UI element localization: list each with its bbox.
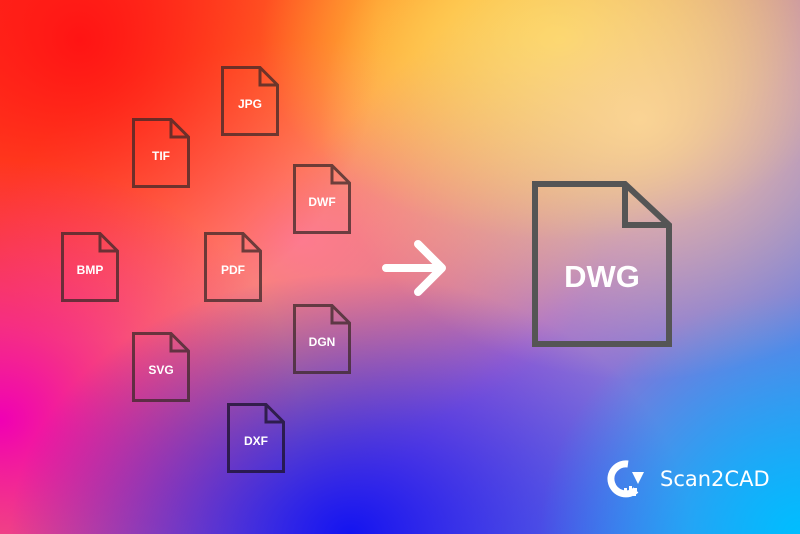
file-icon-dxf: DXF [227, 403, 285, 473]
file-label: DGN [308, 335, 336, 349]
file-label: DXF [244, 434, 268, 448]
file-label: SVG [148, 363, 174, 377]
file-label: JPG [237, 97, 262, 111]
file-icon-dwg: DWG [532, 181, 672, 347]
file-icon-dwf: DWF [293, 164, 351, 234]
scan2cad-logo-icon [607, 460, 644, 498]
brand-name: Scan2CAD [660, 467, 770, 491]
file-icon-dgn: DGN [293, 304, 351, 374]
file-icon-jpg: JPG [221, 66, 279, 136]
file-icon-svg: SVG [132, 332, 190, 402]
file-icon-tif: TIF [132, 118, 190, 188]
file-icon-bmp: BMP [61, 232, 119, 302]
file-label: TIF [152, 149, 170, 163]
scan2cad-logo: Scan2CAD [606, 460, 770, 498]
file-label: PDF [221, 263, 245, 277]
file-label: BMP [76, 263, 104, 277]
file-icon-pdf: PDF [204, 232, 262, 302]
arrow-right-icon [382, 236, 450, 305]
target-file-label: DWG [564, 259, 640, 294]
file-label: DWF [308, 195, 336, 209]
